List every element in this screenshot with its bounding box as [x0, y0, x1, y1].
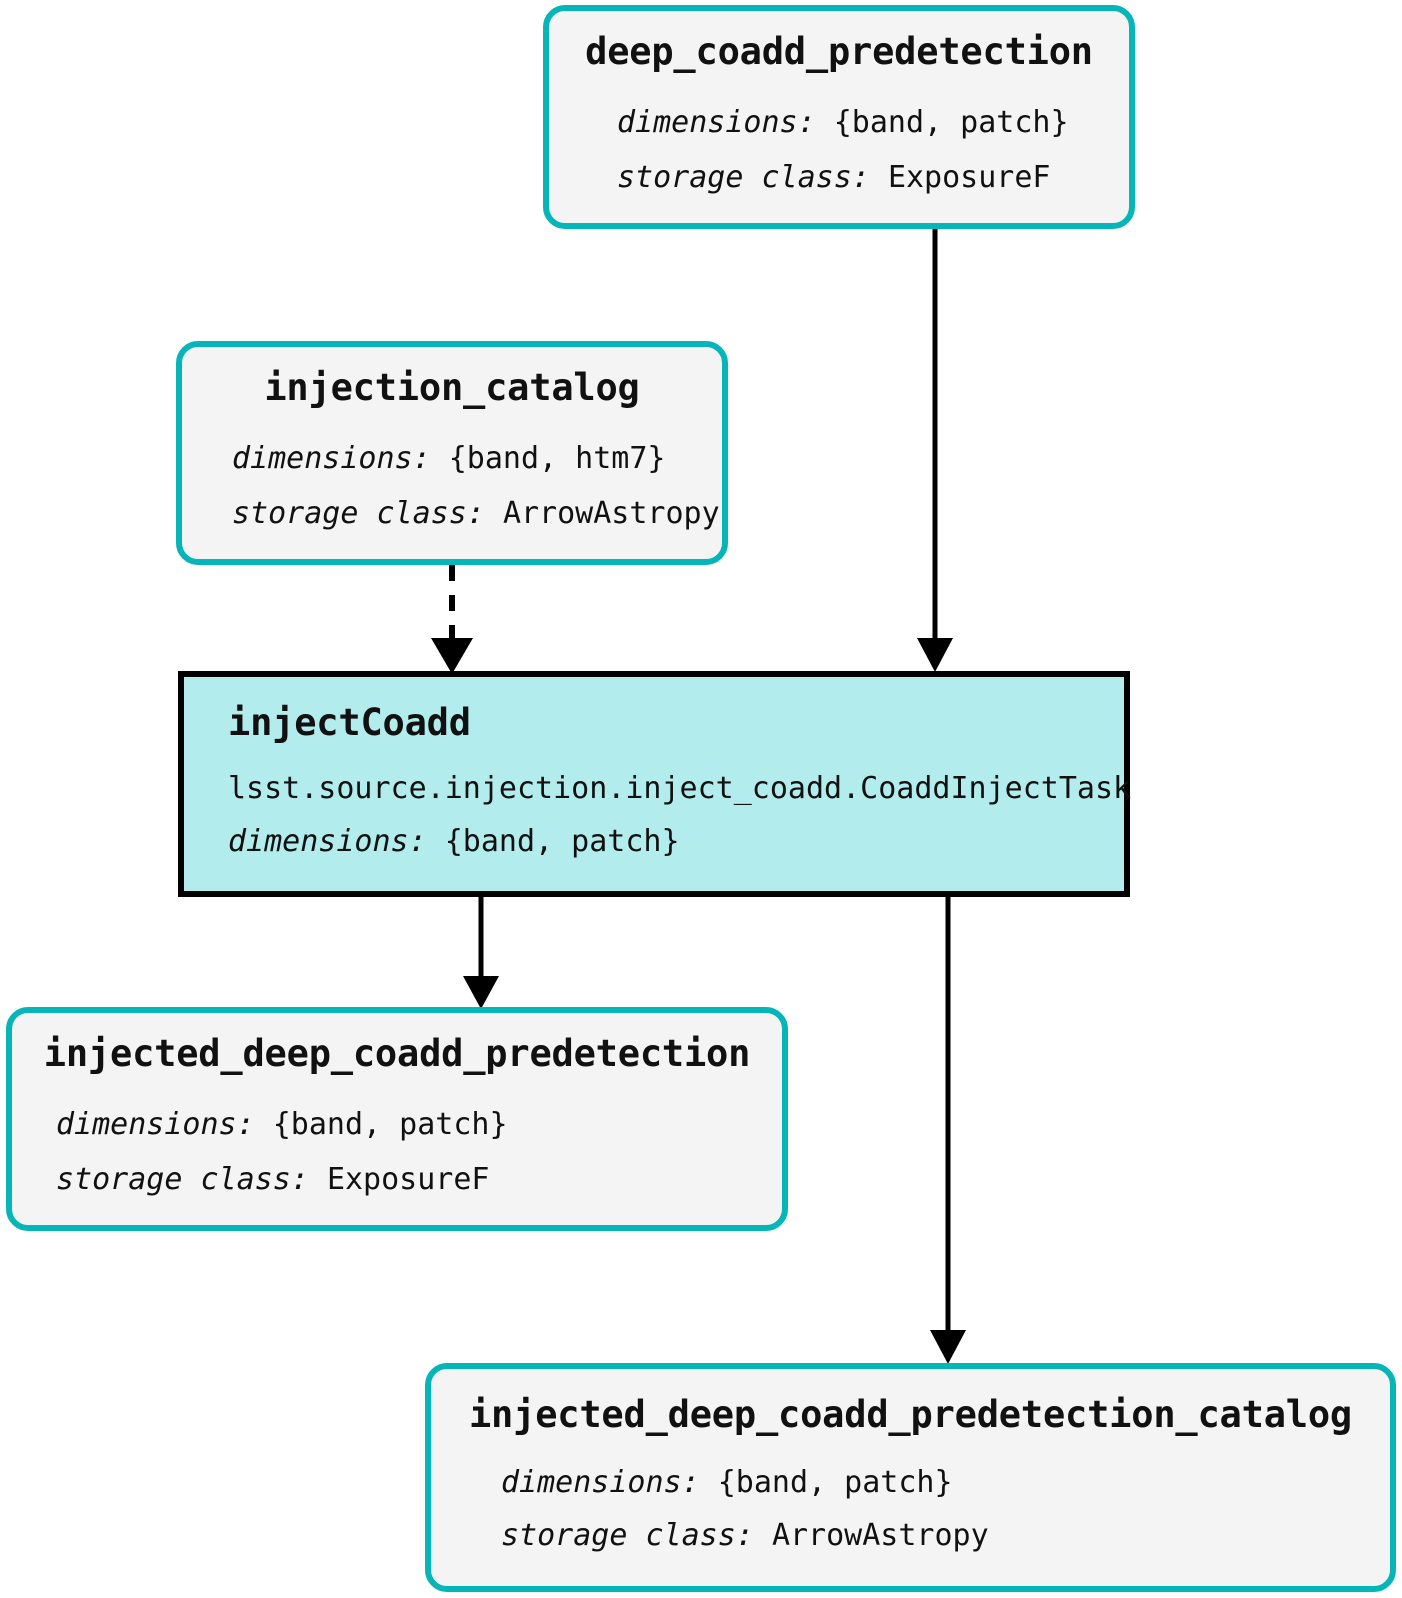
storage-class-label: storage class:	[232, 495, 503, 531]
node-title: deep_coadd_predetection	[585, 29, 1093, 73]
dimensions-value: {band, patch}	[717, 1465, 953, 1500]
dataset-node-injection-catalog[interactable]: injection_catalog dimensions: {band, htm…	[176, 341, 728, 565]
node-dimensions-row: dimensions: {band, patch}	[501, 1465, 1360, 1500]
edge-deep-coadd-predetection-to-injectcoadd	[917, 229, 953, 672]
dimensions-value: {band, patch}	[444, 823, 680, 859]
dimensions-label: dimensions:	[56, 1106, 273, 1142]
node-dimensions-row: dimensions: {band, patch}	[228, 824, 1094, 859]
node-dimensions-row: dimensions: {band, htm7}	[232, 441, 692, 476]
node-dimensions-row: dimensions: {band, patch}	[56, 1107, 752, 1142]
node-title: injectCoadd	[228, 700, 471, 744]
dimensions-label: dimensions:	[501, 1465, 718, 1500]
storage-class-value: ArrowAstropy	[771, 1518, 989, 1553]
dimensions-value: {band, htm7}	[448, 440, 666, 476]
node-title: injected_deep_coadd_predetection_catalog	[468, 1393, 1353, 1436]
dataset-node-deep-coadd-predetection[interactable]: deep_coadd_predetection dimensions: {ban…	[543, 5, 1135, 229]
dataset-node-injected-deep-coadd-predetection-catalog[interactable]: injected_deep_coadd_predetection_catalog…	[425, 1363, 1396, 1592]
storage-class-label: storage class:	[501, 1518, 772, 1553]
storage-class-value: ArrowAstropy	[502, 495, 720, 531]
edge-injection-catalog-to-injectcoadd	[431, 565, 473, 674]
node-title: injected_deep_coadd_predetection	[43, 1031, 751, 1075]
node-title: injection_catalog	[264, 365, 640, 409]
dataset-node-injected-deep-coadd-predetection[interactable]: injected_deep_coadd_predetection dimensi…	[6, 1007, 788, 1231]
edge-injectcoadd-to-injected-deep-coadd-predetection-catalog	[930, 897, 966, 1364]
storage-class-label: storage class:	[56, 1161, 327, 1197]
storage-class-label: storage class:	[617, 159, 888, 195]
storage-class-value: ExposureF	[326, 1161, 490, 1197]
edge-injectcoadd-to-injected-deep-coadd-predetection	[463, 897, 499, 1009]
dimensions-label: dimensions:	[228, 823, 445, 859]
node-storage-class-row: storage class: ExposureF	[56, 1162, 752, 1197]
task-node-injectcoadd[interactable]: injectCoadd lsst.source.injection.inject…	[178, 671, 1131, 897]
node-dimensions-row: dimensions: {band, patch}	[617, 105, 1099, 140]
node-storage-class-row: storage class: ArrowAstropy	[232, 495, 720, 531]
dimensions-label: dimensions:	[617, 104, 834, 140]
task-class-value: lsst.source.injection.inject_coadd.Coadd…	[228, 770, 1132, 806]
dimensions-label: dimensions:	[232, 440, 449, 476]
node-storage-class-row: storage class: ExposureF	[617, 160, 1099, 195]
storage-class-value: ExposureF	[887, 159, 1051, 195]
dimensions-value: {band, patch}	[272, 1106, 508, 1142]
node-task-class-row: lsst.source.injection.inject_coadd.Coadd…	[228, 771, 1131, 806]
node-storage-class-row: storage class: ArrowAstropy	[501, 1518, 1360, 1553]
dimensions-value: {band, patch}	[833, 104, 1069, 140]
